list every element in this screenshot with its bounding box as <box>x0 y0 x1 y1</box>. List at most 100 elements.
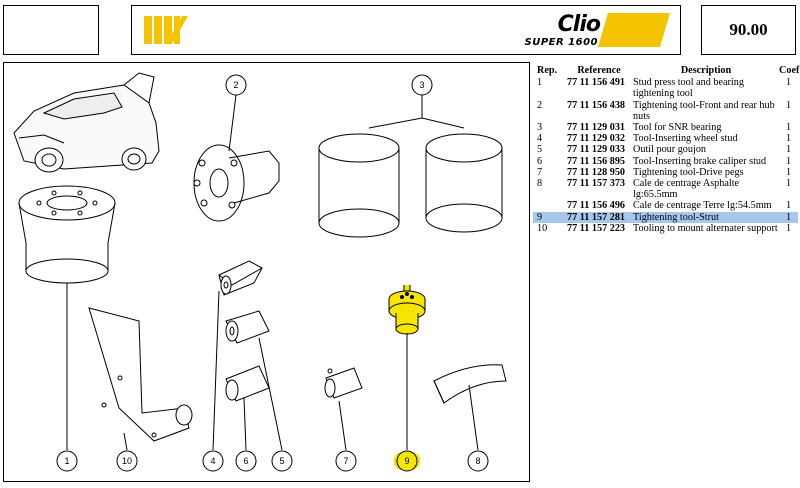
header-blank-box <box>3 5 99 55</box>
row-coef: 1 <box>785 200 792 212</box>
callout-8 <box>467 450 489 472</box>
parts-diagram: 1 10 4 6 5 7 9 8 2 3 <box>3 62 530 482</box>
table-row[interactable]: 8 77 11 157 373 Cale de centrage Asphalte … <box>533 178 798 200</box>
car-illustration <box>13 72 160 173</box>
table-body: 1 77 11 156 491 Stud press tool and bearin… <box>533 77 798 234</box>
row-rep: 3 <box>537 122 543 134</box>
callout-label-6: 6 <box>243 456 248 466</box>
row-description: Tool-Inserting brake caliper stud <box>633 155 767 167</box>
row-coef: 1 <box>785 133 792 145</box>
row-description: Cale de centrage Terre lg:54.5mm <box>633 200 772 212</box>
part-3-rings <box>318 117 503 238</box>
row-reference: 77 11 156 895 <box>567 155 626 167</box>
callout-circles <box>56 74 489 472</box>
logo-clio: Clio <box>557 12 601 37</box>
table-row[interactable]: 3 77 11 129 031 Tool for SNR bearing 1 <box>533 122 798 133</box>
row-rep <box>533 200 567 211</box>
row-rep: 6 <box>537 155 543 167</box>
part-8-sleeve <box>433 364 507 404</box>
header-logo-box: Clio SUPER 1600 <box>131 5 681 55</box>
row-coef: 1 <box>785 222 792 234</box>
row-description: Tooling to mount alternater support <box>633 222 778 234</box>
part-10-plate <box>88 307 193 442</box>
callout-label-1: 1 <box>64 456 69 466</box>
row-rep: 4 <box>537 133 543 145</box>
callout-label-8: 8 <box>475 456 480 466</box>
callout-10 <box>116 450 138 472</box>
row-reference: 77 11 129 032 <box>567 133 626 145</box>
row-description: Tightening tool-Front and rear hub nuts <box>633 99 775 122</box>
row-description: Outil pour goujon <box>633 144 707 156</box>
row-reference: 77 11 157 223 <box>567 222 626 234</box>
row-description: Cale de centrage Asphalte lg:65.5mm <box>633 178 740 201</box>
row-coef: 1 <box>785 178 792 190</box>
table-row[interactable]: 2 77 11 156 438 Tightening tool-Front and … <box>533 100 798 122</box>
part-6-stud <box>225 365 270 402</box>
callout-label-5: 5 <box>279 456 284 466</box>
callout-3 <box>411 74 433 96</box>
row-rep: 8 <box>537 178 543 190</box>
stripes-icon <box>144 16 188 44</box>
col-coef-header: Coef <box>779 65 800 76</box>
row-reference: 77 11 157 373 <box>567 178 626 190</box>
row-description: Tool for SNR bearing <box>633 122 722 134</box>
table-header: Rep. Reference Description Coef <box>533 65 800 76</box>
leader-lines <box>66 94 479 451</box>
diagram-drawing: 1 10 4 6 5 7 9 8 2 3 <box>13 72 507 472</box>
row-reference: 77 11 156 491 <box>567 77 626 89</box>
table-row[interactable]: 77 11 156 496 Cale de centrage Terre lg:5… <box>533 200 798 211</box>
table-row[interactable]: 5 77 11 129 033 Outil pour goujon 1 <box>533 144 798 155</box>
row-description: Tightening tool-Drive pegs <box>633 166 744 178</box>
row-coef: 1 <box>785 144 792 156</box>
callout-2 <box>225 74 247 96</box>
logo-super-1600: SUPER 1600 <box>524 37 598 48</box>
row-description: Stud press tool and bearing tightening t… <box>633 77 744 100</box>
callout-7 <box>335 450 357 472</box>
page-number-box: 90.00 <box>701 5 796 55</box>
callout-9 <box>396 450 418 472</box>
row-reference: 77 11 129 031 <box>567 122 626 134</box>
callout-label-4: 4 <box>210 456 215 466</box>
row-coef: 1 <box>785 211 792 223</box>
row-rep: 1 <box>537 77 543 89</box>
row-reference: 77 11 129 033 <box>567 144 626 156</box>
table-row[interactable]: 6 77 11 156 895 Tool-Inserting brake calip… <box>533 156 798 167</box>
callout-label-2: 2 <box>233 80 238 90</box>
table-row[interactable]: 10 77 11 157 223 Tooling to mount alternat… <box>533 223 798 234</box>
row-coef: 1 <box>785 99 792 111</box>
row-description: Tightening tool-Strut <box>633 211 719 223</box>
callout-1 <box>56 450 78 472</box>
callout-4 <box>202 450 224 472</box>
row-coef: 1 <box>785 77 792 89</box>
table-row[interactable]: 1 77 11 156 491 Stud press tool and bearin… <box>533 77 798 99</box>
part-9-strut-tool <box>388 285 426 335</box>
row-coef: 1 <box>785 155 792 167</box>
col-rep-header: Rep. <box>537 65 558 76</box>
col-description-header: Description <box>680 65 732 76</box>
part-1-press-tool <box>18 185 116 284</box>
row-coef: 1 <box>785 122 792 134</box>
row-reference: 77 11 156 438 <box>567 99 626 111</box>
callout-label-3: 3 <box>419 80 424 90</box>
row-rep: 2 <box>537 99 543 111</box>
callout-label-10: 10 <box>122 456 132 466</box>
row-reference: 77 11 156 496 <box>567 200 626 212</box>
part-5-stud <box>225 310 270 344</box>
callout-5 <box>271 450 293 472</box>
table-row[interactable]: 9 77 11 157 281 Tightening tool-Strut 1 <box>533 211 798 223</box>
row-rep: 10 <box>537 222 548 234</box>
callout-6 <box>235 450 257 472</box>
logo-stripes-icon <box>598 13 670 47</box>
row-reference: 77 11 157 281 <box>567 211 626 223</box>
row-coef: 1 <box>785 166 792 178</box>
row-rep: 9 <box>537 211 543 223</box>
part-7-peg <box>324 367 363 399</box>
part-2-hub-tool <box>193 144 280 222</box>
row-rep: 5 <box>537 144 543 156</box>
callout-label-9: 9 <box>404 456 409 466</box>
part-4-stud <box>218 260 264 296</box>
row-rep: 7 <box>537 166 543 178</box>
col-reference-header: Reference <box>577 65 621 76</box>
